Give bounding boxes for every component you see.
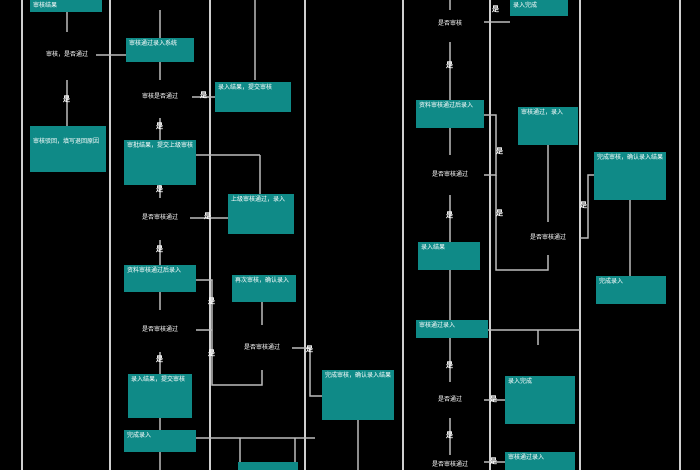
flow-box-submit-upper: 审批结果，提交上级审核 xyxy=(124,140,196,185)
flow-box-recheck: 再次审核，确认录入 xyxy=(232,275,296,302)
flow-box-rejected: 审核驳回，填写退回原因 xyxy=(30,126,106,172)
flow-box-r9: 审核通过录入 xyxy=(505,452,575,470)
flow-box-r3: 审核通过，录入 xyxy=(518,107,578,145)
flow-box-complete: 完成录入 xyxy=(124,430,196,452)
flow-box-r7: 审核通过录入 xyxy=(416,320,488,338)
yes-label: 是 xyxy=(208,297,215,305)
yes-label: 是 xyxy=(496,147,503,155)
yes-label: 是 xyxy=(208,349,215,357)
flow-box-submit: 录入结果，提交审核 xyxy=(215,82,291,112)
flow-box-top-left: 审核结果 xyxy=(30,0,102,12)
flow-box-confirm-result: 完成审核，确认录入结果 xyxy=(322,370,394,420)
flow-box-r5: 录入结果 xyxy=(418,242,480,270)
yes-label: 是 xyxy=(156,355,163,363)
yes-label: 是 xyxy=(580,201,587,209)
flow-box-r4: 完成审核，确认录入结果 xyxy=(594,152,666,200)
flow-box-r2: 资料审核通过后录入 xyxy=(416,100,484,128)
yes-label: 是 xyxy=(446,211,453,219)
yes-label: 是 xyxy=(200,91,207,99)
flow-box-bottom xyxy=(238,462,298,470)
yes-label: 是 xyxy=(492,5,499,13)
flow-box-docs-approved: 资料审核通过后录入 xyxy=(124,265,196,292)
flow-box-r8: 录入完成 xyxy=(505,376,575,424)
yes-label: 是 xyxy=(156,122,163,130)
flow-box-r6: 完成录入 xyxy=(596,276,666,304)
flow-box-approved: 审核通过录入系统 xyxy=(126,38,194,62)
yes-label: 是 xyxy=(306,345,313,353)
yes-label: 是 xyxy=(156,185,163,193)
yes-label: 是 xyxy=(446,431,453,439)
yes-label: 是 xyxy=(63,95,70,103)
flow-box-submit-2: 录入结果，提交审核 xyxy=(128,374,192,418)
yes-label: 是 xyxy=(490,457,497,465)
yes-label: 是 xyxy=(156,245,163,253)
yes-label: 是 xyxy=(446,361,453,369)
flow-box-upper-approved: 上级审核通过，录入 xyxy=(228,194,294,234)
flow-box-r1: 录入完成 xyxy=(510,0,568,16)
yes-label: 是 xyxy=(496,209,503,217)
yes-label: 是 xyxy=(204,212,211,220)
yes-label: 是 xyxy=(490,395,497,403)
yes-label: 是 xyxy=(446,61,453,69)
